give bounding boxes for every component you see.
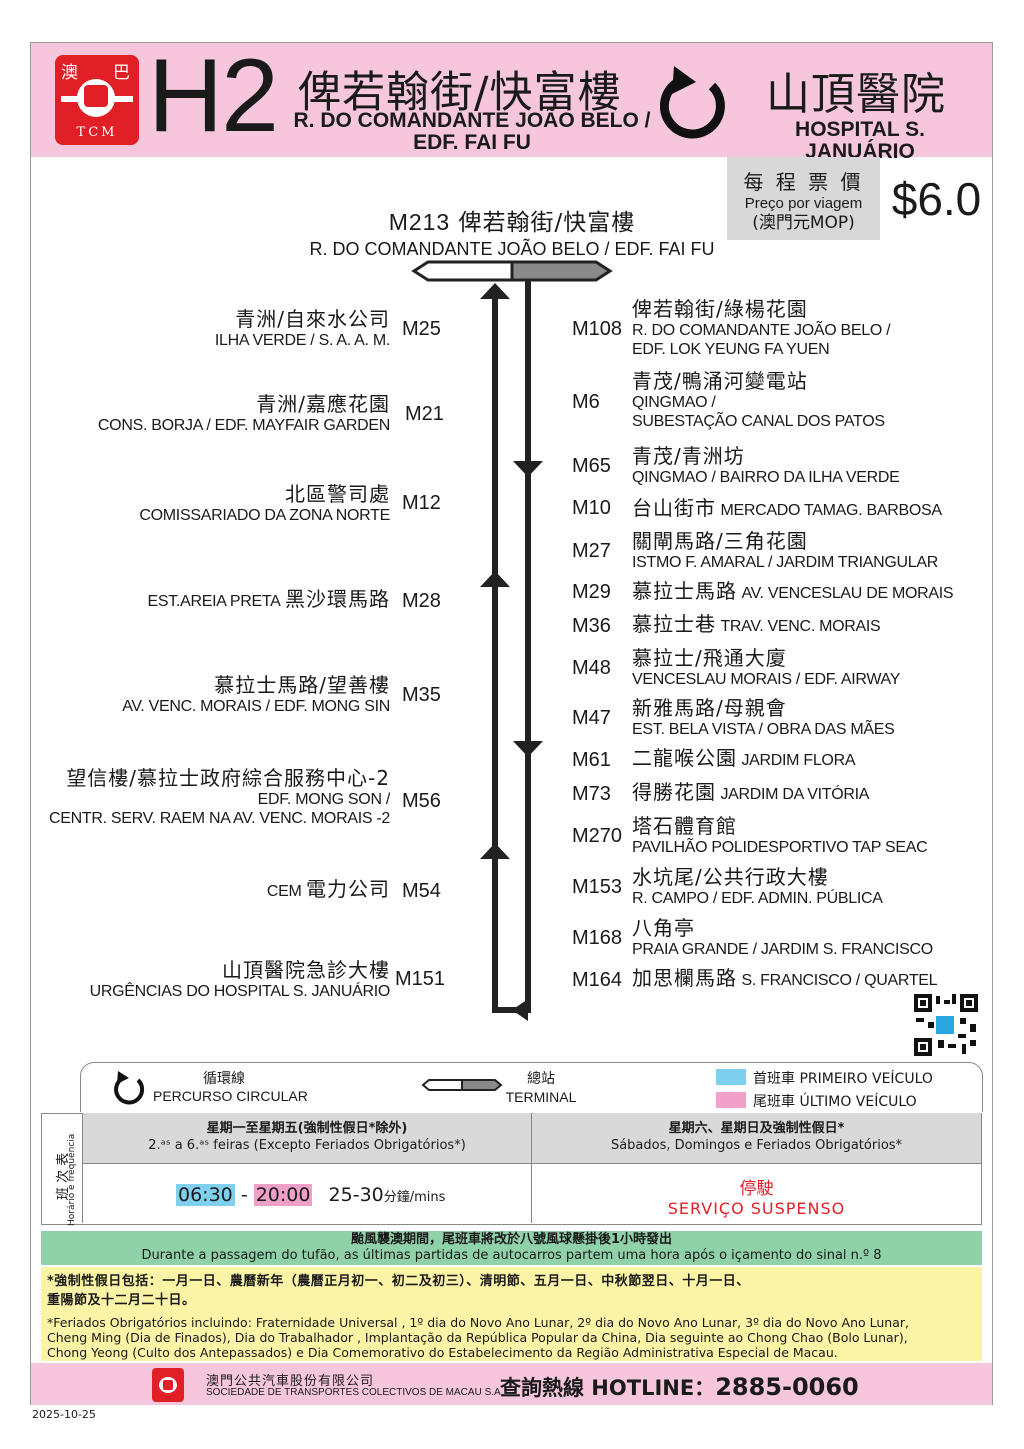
- hotline: 查詢熱線 HOTLINE：2885-0060: [500, 1372, 859, 1402]
- terminal-zh: 俾若翰街/快富樓: [458, 210, 636, 236]
- legend-panel: [80, 1062, 983, 1112]
- stop-M54: CEM 電力公司: [266, 877, 390, 901]
- stop-code-M151: M151: [395, 968, 446, 990]
- stop-code-M108: M108: [572, 318, 623, 340]
- qr-code-icon[interactable]: [914, 994, 978, 1056]
- stop-code-M12: M12: [402, 492, 441, 514]
- frequency: 25-30: [328, 1184, 384, 1206]
- stop-code-M61: M61: [572, 749, 611, 771]
- stop-code-M47: M47: [572, 707, 611, 729]
- stop-code-M56: M56: [402, 790, 441, 812]
- stop-M29: 慕拉士馬路 AV. VENCESLAU DE MORAIS: [632, 579, 954, 603]
- terminal-code: M213: [388, 209, 451, 235]
- company-name-pt: SOCIEDADE DE TRANSPORTES COLECTIVOS DE M…: [206, 1387, 504, 1398]
- first-bus-time: 06:30: [176, 1184, 235, 1206]
- origin-title-zh: 俾若翰街/快富樓: [298, 68, 622, 118]
- header-band: [31, 43, 992, 157]
- stop-code-M27: M27: [572, 540, 611, 562]
- bus-icon: [84, 85, 108, 107]
- tcm-logo: 澳 巴 TCM: [55, 55, 139, 145]
- stop-code-M54: M54: [402, 880, 441, 902]
- logo-abbr: TCM: [76, 125, 118, 140]
- stop-M10: 台山街市 MERCADO TAMAG. BARBOSA: [632, 496, 942, 520]
- stop-code-M153: M153: [572, 876, 623, 898]
- stop-code-M48: M48: [572, 657, 611, 679]
- weekend-schedule: 停駛 SERVIÇO SUSPENSO: [531, 1163, 981, 1223]
- footer-logo: [152, 1368, 184, 1402]
- stop-code-M35: M35: [402, 684, 441, 706]
- fare-value: $6.0: [891, 172, 982, 225]
- legend-circular: 循環線 PERCURSO CIRCULAR: [153, 1071, 308, 1104]
- stop-M36: 慕拉士巷 TRAV. VENC. MORAIS: [632, 612, 881, 636]
- stop-code-M168: M168: [572, 927, 623, 949]
- timetable-side-label: 班 次 表 Horário e frequência: [56, 1133, 77, 1226]
- terminal-legend-icon: [421, 1079, 503, 1091]
- logo-char-left: 澳: [61, 63, 78, 83]
- holiday-notes: *強制性假日包括：一月一日、農曆新年（農曆正月初一、初二及初三）、清明節、五月一…: [41, 1267, 982, 1361]
- company-name-zh: 澳門公共汽車股份有限公司: [206, 1374, 375, 1389]
- hotline-number: 2885-0060: [715, 1373, 859, 1401]
- circular-route-icon: [660, 66, 725, 139]
- first-bus-swatch: [716, 1069, 746, 1085]
- stop-code-M29: M29: [572, 581, 611, 603]
- stop-M61: 二龍喉公園 JARDIM FLORA: [632, 746, 856, 770]
- stop-code-M73: M73: [572, 783, 611, 805]
- legend-terminal: 總站 TERMINAL: [505, 1071, 577, 1105]
- hotline-label: 查詢熱線 HOTLINE：: [500, 1376, 716, 1400]
- destination-title-zh: 山頂醫院: [766, 69, 946, 120]
- stop-code-M10: M10: [572, 497, 611, 519]
- stop-code-M36: M36: [572, 615, 611, 637]
- weekday-schedule: 06:30 - 20:00 25-30分鐘/mins: [82, 1163, 531, 1223]
- logo-char-right: 巴: [113, 63, 130, 83]
- terminal-stop: M213 俾若翰街/快富樓 R. DO COMANDANTE JOÃO BELO…: [300, 203, 724, 260]
- circular-route-legend-icon: [114, 1071, 145, 1105]
- stop-code-M164: M164: [572, 969, 623, 991]
- stop-code-M270: M270: [572, 825, 623, 847]
- legend-first-bus: 首班車 PRIMEIRO VEÍCULO: [753, 1071, 933, 1087]
- stop-M73: 得勝花園 JARDIM DA VITÓRIA: [632, 780, 870, 804]
- stop-code-M28: M28: [402, 590, 441, 612]
- last-bus-swatch: [716, 1092, 746, 1108]
- weekday-header: 星期一至星期五(強制性假日*除外) 2.ᵃˢ a 6.ᵃˢ feiras (Ex…: [82, 1113, 531, 1163]
- stop-M164: 加思欄馬路 S. FRANCISCO / QUARTEL: [632, 966, 938, 990]
- stop-code-M25: M25: [402, 318, 441, 340]
- stop-M28: EST.AREIA PRETA 黑沙環馬路: [147, 587, 390, 611]
- stop-code-M65: M65: [572, 455, 611, 477]
- fare-label-box: 每 程 票 價 Preço por viagem (澳門元MOP): [727, 157, 880, 240]
- stop-code-M6: M6: [572, 391, 600, 413]
- terminal-pt: R. DO COMANDANTE JOÃO BELO / EDF. FAI FU: [309, 239, 715, 259]
- footer-band: [31, 1363, 992, 1405]
- route-line-diagram: [411, 260, 613, 1021]
- last-bus-time: 20:00: [253, 1184, 313, 1206]
- legend-last-bus: 尾班車 ÚLTIMO VEÍCULO: [753, 1094, 917, 1110]
- stop-code-M21: M21: [405, 403, 444, 425]
- origin-title-pt: R. DO COMANDANTE JOÃO BELO / EDF. FAI FU: [293, 109, 651, 154]
- weekend-header: 星期六、星期日及強制性假日* Sábados, Domingos e Feria…: [531, 1113, 981, 1163]
- print-date: 2025-10-25: [32, 1408, 96, 1421]
- route-number: H2: [148, 38, 279, 154]
- typhoon-notice: 颱風襲澳期間，尾班車將改於八號風球懸掛後1小時發出 Durante a pass…: [41, 1231, 982, 1265]
